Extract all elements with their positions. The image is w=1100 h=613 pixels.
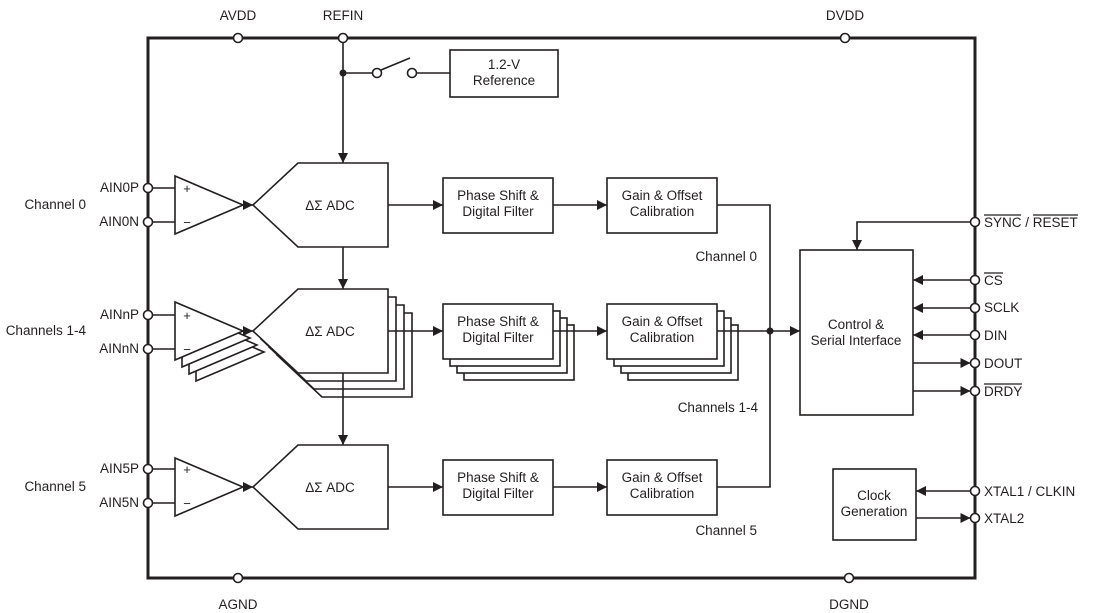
adc-label-ch0: ΔΣ ADC <box>305 198 355 213</box>
amp-ch0 <box>174 174 246 236</box>
gain-label-ch5-line2: Calibration <box>630 486 695 501</box>
pin-label-drdy: DRDY <box>984 384 1022 399</box>
phase-label-ch0-line2: Digital Filter <box>462 204 534 219</box>
pin-agnd <box>232 572 244 584</box>
switch-blade <box>380 57 411 71</box>
pin-ainnn <box>142 343 154 355</box>
wire-gain5-bus <box>717 331 771 488</box>
control-label-line1: Control & <box>828 317 884 332</box>
label-channels14-group: Channels 1-4 <box>6 323 87 338</box>
inner-label-channel5: Channel 5 <box>695 523 757 538</box>
phase-label-ch14-line1: Phase Shift & <box>457 314 539 329</box>
reference-label-line1: 1.2-V <box>488 57 520 72</box>
wire-gain0-bus <box>717 204 771 331</box>
pin-refin <box>337 32 349 44</box>
clock-gen-block <box>832 468 917 541</box>
phase-label-ch0-line1: Phase Shift & <box>457 188 539 203</box>
pin-dout <box>969 357 981 369</box>
phase-label-ch5-line2: Digital Filter <box>462 486 534 501</box>
reference-block <box>449 49 559 98</box>
amp-ch14-stack <box>174 300 267 383</box>
pin-avdd <box>232 32 244 44</box>
pin-label-ainnn: AINnN <box>99 341 139 356</box>
phase-filter-ch14 <box>442 303 554 360</box>
pin-xtal1 <box>969 485 981 497</box>
pin-ain0p <box>142 182 154 194</box>
pin-sync-reset <box>969 216 981 228</box>
pin-dgnd <box>843 572 855 584</box>
control-serial-block <box>799 249 914 416</box>
pin-cs <box>969 274 981 286</box>
pin-ain5n <box>142 497 154 509</box>
pin-label-ain0p: AIN0P <box>100 180 139 195</box>
amp-ch14-plus-sign: + <box>183 308 191 323</box>
pin-drdy <box>969 385 981 397</box>
gain-label-ch0-line2: Calibration <box>630 204 695 219</box>
gain-cal-ch14-stack <box>606 303 739 381</box>
pin-label-xtal1: XTAL1 / CLKIN <box>984 484 1075 499</box>
pin-sclk <box>969 302 981 314</box>
pin-ain0n <box>142 216 154 228</box>
gain-label-ch0-line1: Gain & Offset <box>622 188 703 203</box>
pin-label-cs: CS <box>984 273 1003 288</box>
phase-label-ch5-line1: Phase Shift & <box>457 470 539 485</box>
adc-label-ch14: ΔΣ ADC <box>305 324 355 339</box>
pin-label-refin: REFIN <box>323 8 364 23</box>
gain-label-ch5-line1: Gain & Offset <box>622 470 703 485</box>
wire-sync-reset <box>852 221 971 250</box>
phase-label-ch14-line2: Digital Filter <box>462 330 534 345</box>
label-channel0-group: Channel 0 <box>24 197 86 212</box>
reset-text: RESET <box>1033 215 1078 230</box>
pin-label-ainnp: AINnP <box>100 307 139 322</box>
sync-text: SYNC <box>984 215 1022 230</box>
pin-label-dvdd: DVDD <box>826 8 865 23</box>
pin-label-sync-reset: SYNC / RESET <box>984 215 1078 230</box>
pin-label-ain5p: AIN5P <box>100 461 139 476</box>
clock-label-line2: Generation <box>841 504 908 519</box>
adc-label-ch5: ΔΣ ADC <box>305 480 355 495</box>
pin-label-dgnd: DGND <box>829 597 869 612</box>
reference-label-line2: Reference <box>473 73 535 88</box>
amp-ch5-plus-sign: + <box>183 462 191 477</box>
phase-filter-ch5 <box>442 459 554 516</box>
pin-label-agnd: AGND <box>218 597 257 612</box>
gain-cal-ch5 <box>606 459 718 516</box>
pin-ain5p <box>142 463 154 475</box>
pin-din <box>969 329 981 341</box>
gain-label-ch14-line1: Gain & Offset <box>622 314 703 329</box>
pin-label-ain5n: AIN5N <box>99 495 139 510</box>
pin-label-din: DIN <box>984 328 1007 343</box>
pin-label-ain0n: AIN0N <box>99 214 139 229</box>
amp-ch0-minus-sign: − <box>183 215 191 230</box>
switch-icon <box>371 57 418 79</box>
pin-label-dout: DOUT <box>984 356 1022 371</box>
junction-bus <box>766 327 774 335</box>
amp-ch14-minus-sign: − <box>183 342 191 357</box>
clock-label-line1: Clock <box>857 488 891 503</box>
switch-contact-right <box>406 67 418 79</box>
switch-contact-left <box>371 67 383 79</box>
pin-dvdd <box>839 32 851 44</box>
inner-label-channel0: Channel 0 <box>695 249 757 264</box>
phase-filter-ch14-stack <box>442 303 575 381</box>
control-label-line2: Serial Interface <box>811 333 902 348</box>
sync-sep: / <box>1022 215 1033 230</box>
pin-label-sclk: SCLK <box>984 300 1019 315</box>
amp-ch14 <box>174 300 246 362</box>
gain-label-ch14-line2: Calibration <box>630 330 695 345</box>
amp-ch5 <box>174 456 246 518</box>
amp-ch0-plus-sign: + <box>183 181 191 196</box>
amp-ch5-minus-sign: − <box>183 496 191 511</box>
pin-xtal2 <box>969 512 981 524</box>
pin-ainnp <box>142 309 154 321</box>
adc-ch14-stack <box>251 288 413 398</box>
label-channel5-group: Channel 5 <box>24 479 86 494</box>
pin-label-xtal2: XTAL2 <box>984 511 1024 526</box>
inner-label-channels14: Channels 1-4 <box>678 400 759 415</box>
pin-label-avdd: AVDD <box>220 8 257 23</box>
